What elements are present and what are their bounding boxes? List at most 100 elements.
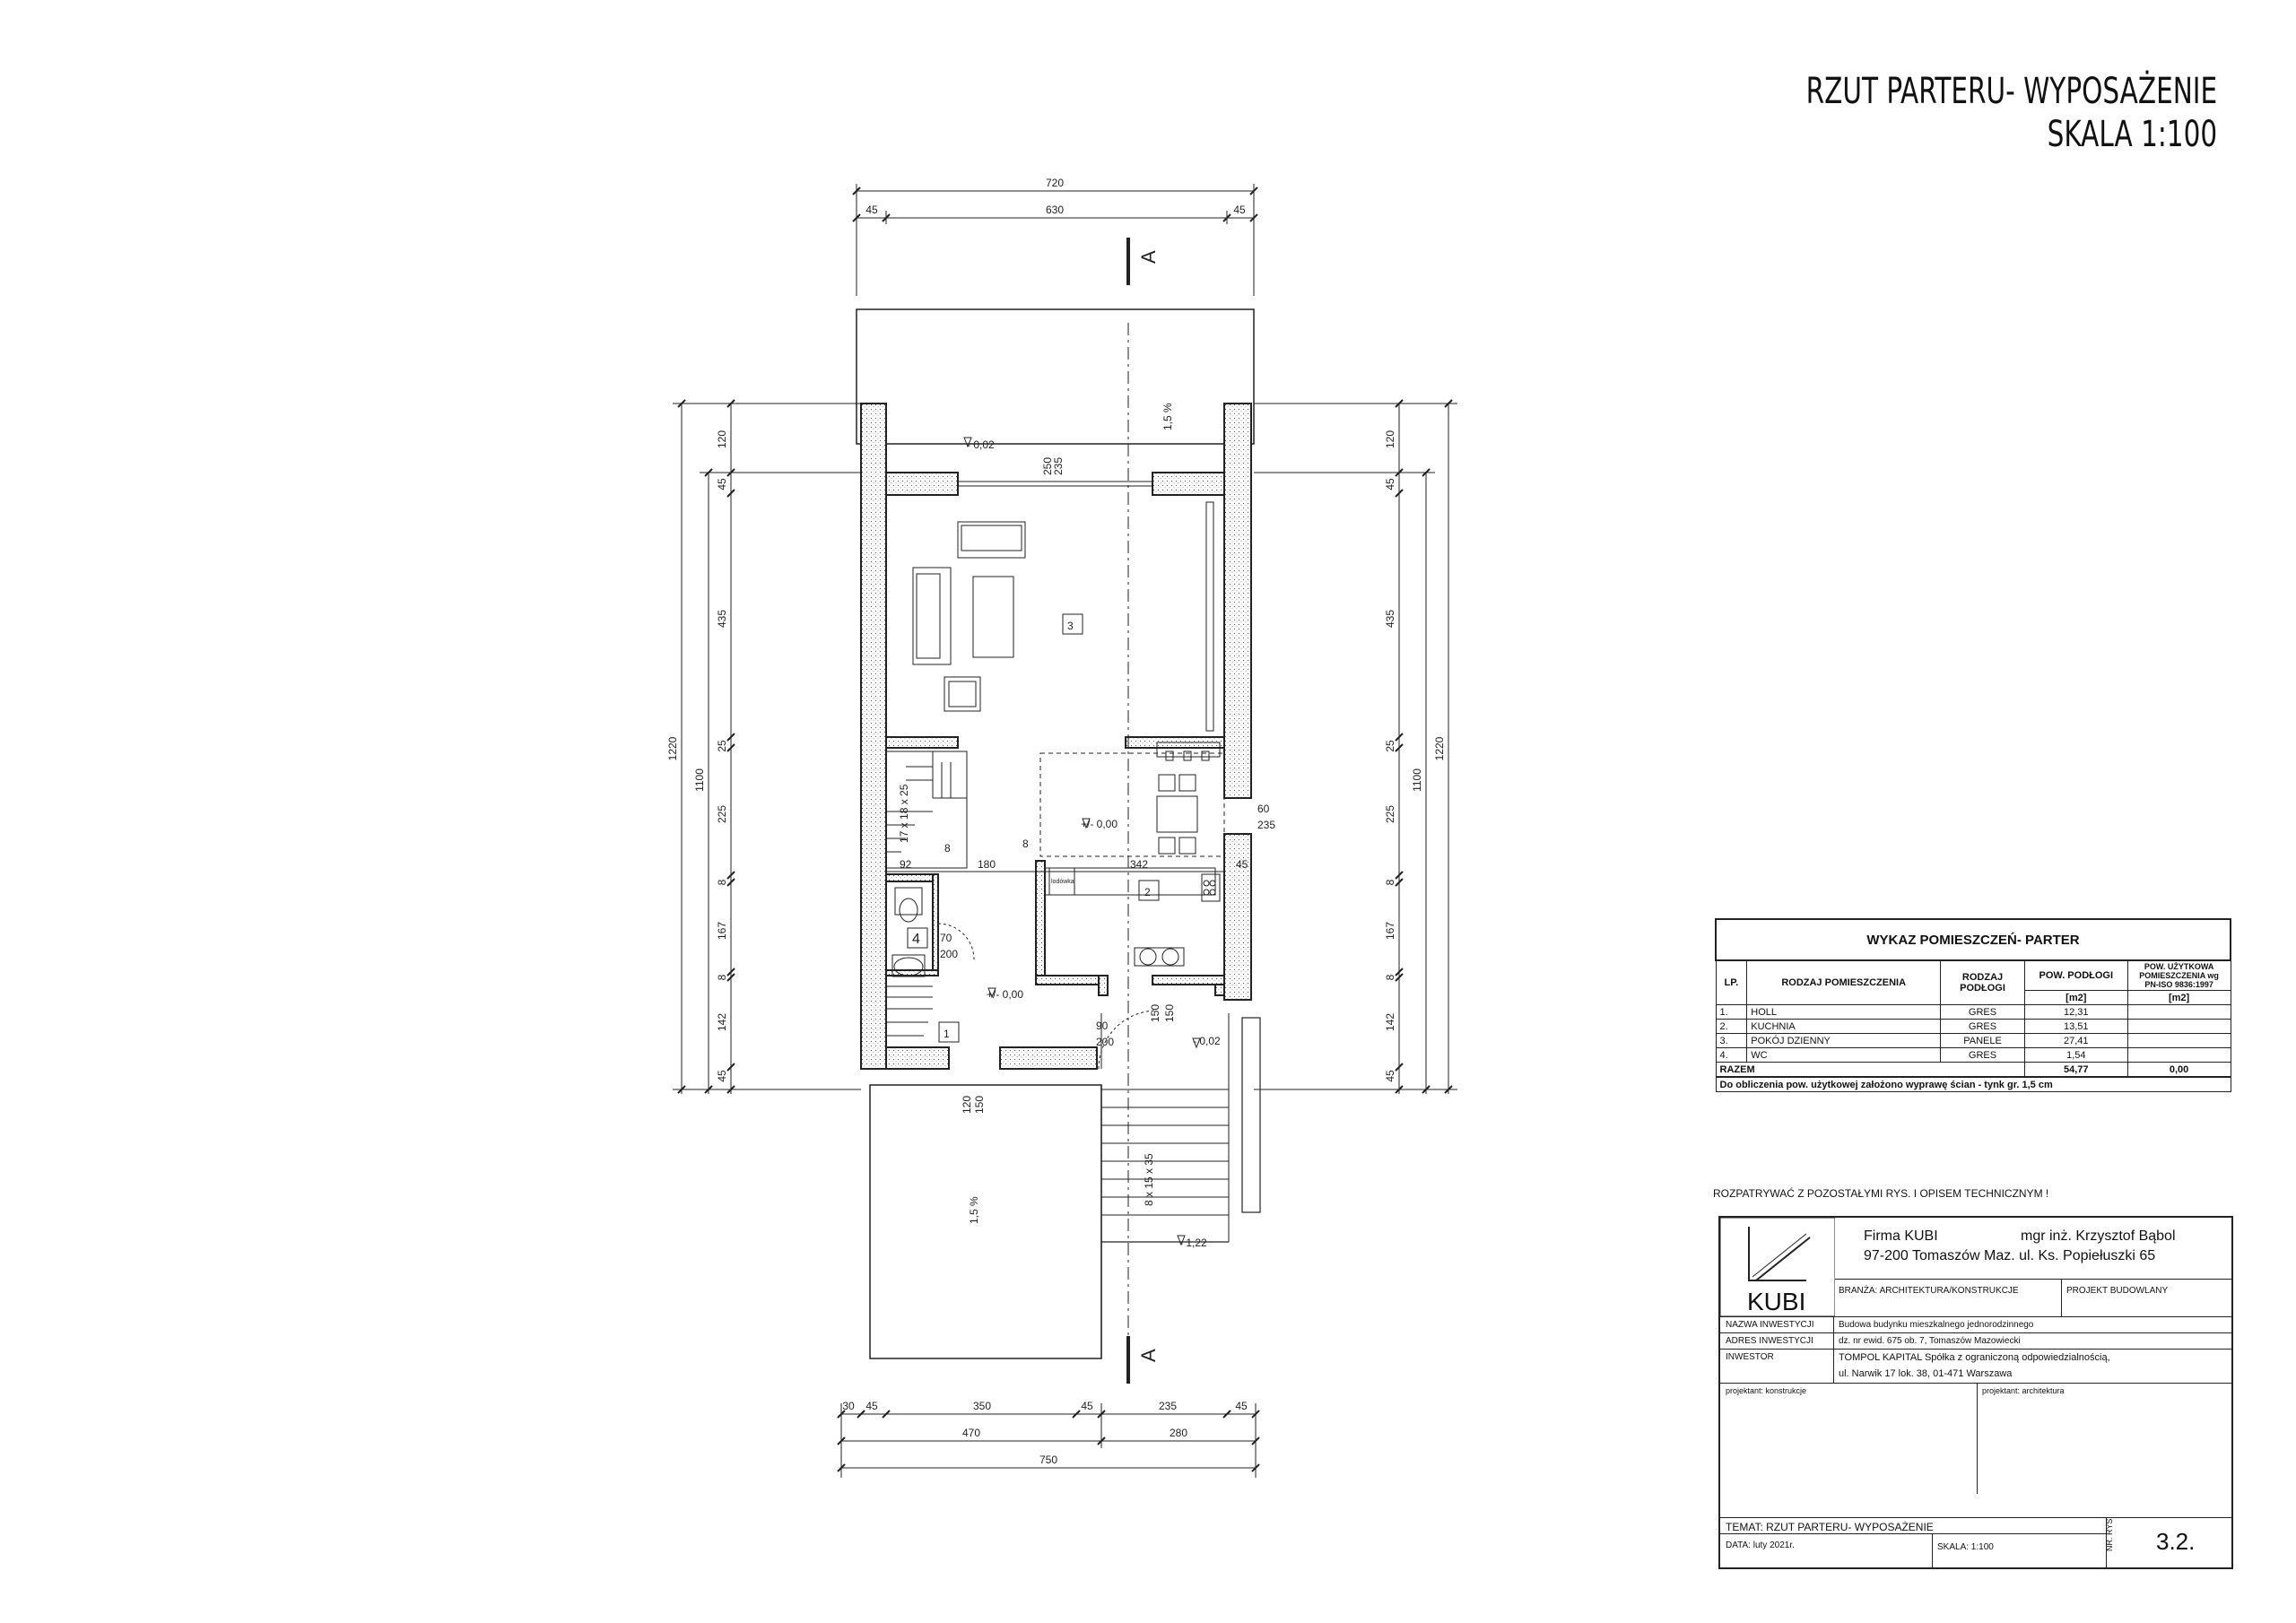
investor-label: INWESTOR <box>1726 1352 1774 1362</box>
dim-left-part: 225 <box>716 805 728 823</box>
dim-8b: 8 <box>1022 838 1029 850</box>
dim-92: 92 <box>900 858 912 871</box>
dim-right-total: 1220 <box>1433 736 1446 760</box>
investor-name: TOMPOL KAPITAL Spółka z ograniczoną odpo… <box>1839 1352 2110 1363</box>
cell-name: HOLL <box>1746 1004 1942 1020</box>
rooms-table-title: WYKAZ POMIESZCZEŃ- PARTER <box>1715 918 2231 961</box>
window-top-b: 235 <box>1052 457 1065 475</box>
cell-area: 27,41 <box>2023 1033 2128 1048</box>
date: DATA: luty 2021r. <box>1726 1541 1795 1550</box>
dim-under-120: 120 <box>961 1096 973 1114</box>
cell-floor: GRES <box>1940 1047 2025 1063</box>
cell-area: 1,54 <box>2023 1047 2128 1063</box>
dim-right-part: 25 <box>1384 740 1396 752</box>
subject: TEMAT: RZUT PARTERU- WYPOSAŻENIE <box>1726 1521 1934 1533</box>
door-entry-h: 200 <box>1096 1036 1114 1048</box>
rooms-table-note: Do obliczenia pow. użytkowej założono wy… <box>1715 1076 2231 1092</box>
cell-floor: GRES <box>1940 1004 2025 1020</box>
dim-left-total: 1220 <box>666 736 679 760</box>
door-wc-w: 70 <box>940 932 952 944</box>
designer-arch: projektant: architektura <box>1982 1386 2065 1395</box>
stairs-label: 17 x 18 x 25 <box>898 784 910 843</box>
cell-usable <box>2126 1047 2231 1063</box>
slope-bottom: 1,5 % <box>968 1196 980 1224</box>
inv-addr-label: ADRES INWESTYCJI <box>1726 1336 1813 1346</box>
dim-bot-total: 750 <box>1039 1454 1057 1466</box>
branch: BRANŻA: ARCHITEKTURA/KONSTRUKCJE <box>1839 1286 2019 1296</box>
sheet-number: 3.2. <box>2156 1528 2196 1555</box>
dim-342: 342 <box>1130 858 1148 871</box>
cell-floor: GRES <box>1940 1019 2025 1034</box>
walls <box>860 403 1252 1070</box>
dimension-lines <box>673 184 1457 1478</box>
dim-45: 45 <box>1236 858 1248 871</box>
cell-name: KUCHNIA <box>1746 1019 1942 1034</box>
dim-right-part: 45 <box>1384 478 1396 490</box>
col-usable-unit: [m2] <box>2126 990 2231 1005</box>
inv-name: Budowa budynku mieszkalnego jednorodzinn… <box>1839 1320 2034 1330</box>
window-top-a: 250 <box>1041 457 1054 475</box>
inv-name-label: NAZWA INWESTYCJI <box>1726 1320 1814 1330</box>
cell-lp: 4. <box>1715 1047 1748 1063</box>
dim-left-part: 25 <box>716 740 728 752</box>
firm-owner: mgr inż. Krzysztof Bąbol <box>2021 1228 2176 1244</box>
dim-right-part: 435 <box>1384 610 1396 628</box>
col-usable: POW. UŻYTKOWA POMIESZCZENIA wg PN-ISO 98… <box>2126 959 2231 991</box>
cell-total-label: RAZEM <box>1715 1062 2025 1078</box>
dim-top-total: 720 <box>1046 177 1064 189</box>
fridge-label: lodówka <box>1051 879 1074 885</box>
window-right-a: 60 <box>1257 803 1270 815</box>
dim-right-part: 167 <box>1384 922 1396 940</box>
dim-left-part: 435 <box>716 610 728 628</box>
table-row: 4. WC GRES 1,54 <box>1715 1047 2231 1063</box>
level-terrace: - 0,02 <box>967 438 995 451</box>
firm-address: 97-200 Tomaszów Maz. ul. Ks. Popiełuszki… <box>1864 1248 2156 1263</box>
dim-left-part: 8 <box>716 974 728 980</box>
dim-left-part: 167 <box>716 922 728 940</box>
dim-bot-mid-1: 470 <box>962 1427 980 1439</box>
room-number-1: 1 <box>944 1028 950 1040</box>
dim-left-part: 142 <box>716 1013 728 1031</box>
level-kitchen: +/- 0,00 <box>1081 818 1118 830</box>
sheet-title-line1: RZUT PARTERU- WYPOSAŻENIE <box>1805 71 2217 112</box>
firm-name: Firma KUBI <box>1864 1228 1938 1244</box>
dim-top-3: 45 <box>1233 204 1246 216</box>
cell-lp: 3. <box>1715 1033 1748 1048</box>
dim-bot-2: 45 <box>865 1400 878 1412</box>
dim-left-part: 45 <box>716 1070 728 1082</box>
level-ground: - 1,22 <box>1179 1237 1207 1249</box>
dim-left-part: 8 <box>716 879 728 885</box>
dim-180: 180 <box>978 858 996 871</box>
col-name: RODZAJ POMIESZCZENIA <box>1746 959 1942 1005</box>
dim-right-part: 8 <box>1384 879 1396 885</box>
dim-right-part: 45 <box>1384 1070 1396 1082</box>
col-area: POW. PODŁOGI <box>2023 959 2128 991</box>
door-entry-w: 90 <box>1096 1020 1109 1032</box>
dim-top-1: 45 <box>865 204 878 216</box>
cell-total-usable: 0,00 <box>2126 1062 2231 1078</box>
consider-note: ROZPATRYWAĆ Z POZOSTAŁYMI RYS. I OPISEM … <box>1713 1187 2049 1200</box>
project-type: PROJEKT BUDOWLANY <box>2066 1286 2169 1296</box>
cell-usable <box>2126 1019 2231 1034</box>
inv-addr: dz. nr ewid. 675 ob. 7, Tomaszów Mazowie… <box>1839 1336 2021 1346</box>
section-mark-bottom: A <box>1137 1349 1160 1362</box>
designer-struct: projektant: konstrukcje <box>1726 1386 1807 1395</box>
cell-lp: 1. <box>1715 1004 1748 1020</box>
dim-right-inner: 1100 <box>1411 768 1423 792</box>
stairs-ext-label: 8 x 15 x 35 <box>1143 1153 1155 1206</box>
investor-address: ul. Narwik 17 lok. 38, 01-471 Warszawa <box>1839 1368 2013 1379</box>
dim-under-150: 150 <box>973 1096 986 1114</box>
dim-150b: 150 <box>1163 1004 1176 1022</box>
logo-text: KUBI <box>1747 1288 1806 1315</box>
col-lp: LP. <box>1715 959 1748 1005</box>
dim-right-part: 8 <box>1384 974 1396 980</box>
sheet-title: RZUT PARTERU- WYPOSAŻENIE SKALA 1:100 <box>1806 70 2217 156</box>
cell-name: WC <box>1746 1047 1942 1063</box>
dim-bot-4: 45 <box>1081 1400 1093 1412</box>
dim-top-2: 630 <box>1046 204 1064 216</box>
dim-bot-mid-2: 280 <box>1170 1427 1187 1439</box>
terrace-bottom-outline <box>869 1084 1102 1359</box>
window-right-b: 235 <box>1257 819 1275 831</box>
level-entry: - 0,02 <box>1193 1035 1221 1047</box>
dim-left-part: 45 <box>716 478 728 490</box>
